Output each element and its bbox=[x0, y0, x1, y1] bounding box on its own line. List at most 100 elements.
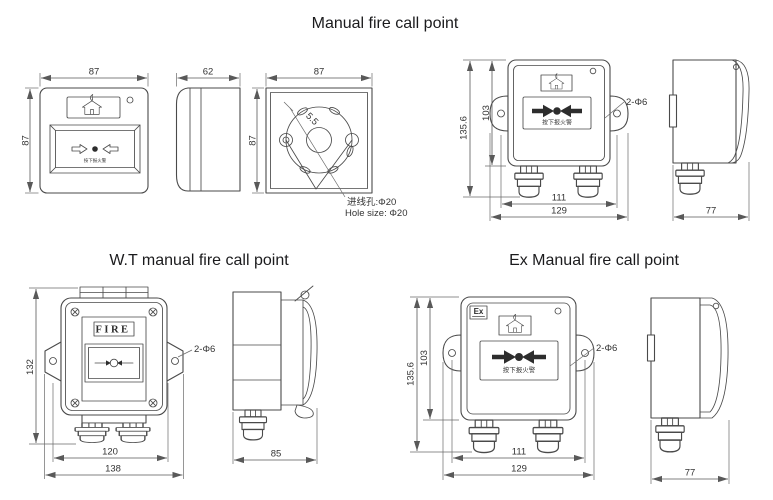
title-ex: Ex Manual fire call point bbox=[509, 252, 679, 269]
press-arrow-left bbox=[492, 350, 516, 364]
cover-curve bbox=[302, 299, 318, 406]
ear-profile bbox=[668, 94, 678, 128]
title-wt: W.T manual fire call point bbox=[109, 252, 289, 269]
cable-gland bbox=[573, 165, 603, 198]
cable-gland bbox=[115, 422, 151, 444]
dim-width-outer: 138 bbox=[105, 464, 121, 475]
leader-line bbox=[604, 101, 625, 119]
backplate-inner bbox=[270, 92, 368, 189]
manual-front-view: 按下报火警 87 87 bbox=[21, 67, 149, 194]
ex-mark-box bbox=[469, 305, 488, 320]
fire-label-box bbox=[93, 321, 135, 337]
enclosure-inner bbox=[65, 302, 163, 411]
screw-hole bbox=[279, 133, 293, 147]
press-arrow-left bbox=[106, 360, 111, 366]
dim-height: 87 bbox=[248, 135, 259, 146]
press-caption: 按下报火警 bbox=[84, 157, 107, 164]
leader-line bbox=[177, 349, 193, 358]
dim-depth: 85 bbox=[271, 449, 282, 460]
dim-height: 132 bbox=[25, 359, 36, 375]
press-arrow-right bbox=[117, 360, 122, 366]
cover-curve-inner bbox=[699, 304, 722, 413]
ear-hole bbox=[171, 357, 179, 365]
dim-height-outer: 135.6 bbox=[459, 116, 470, 140]
dim-depth: 77 bbox=[706, 206, 717, 217]
mounting-ear-right bbox=[575, 334, 595, 372]
ear-hole bbox=[497, 109, 505, 118]
cover-curve-inner bbox=[727, 59, 744, 164]
press-point bbox=[92, 146, 98, 152]
wt-front-view: FIRE 132 120 138 2-Φ6 bbox=[25, 286, 215, 479]
cover-screw bbox=[732, 63, 740, 71]
ear-profile bbox=[646, 334, 656, 362]
indicator-label-window bbox=[66, 96, 121, 119]
cable-gland bbox=[532, 419, 564, 454]
top-latch bbox=[300, 290, 310, 300]
bottom-latch bbox=[294, 404, 314, 419]
press-arrow-right bbox=[560, 104, 582, 118]
cover-curve bbox=[699, 297, 729, 419]
ex-front-view: Ex 按下报火警 135.6 103 111 129 2-Φ6 bbox=[406, 296, 617, 480]
center-hole bbox=[306, 127, 332, 153]
mounting-ear-left bbox=[442, 334, 462, 372]
mounting-slot bbox=[329, 107, 340, 115]
wp-front-view: 按下报火警 135.6 103 111 129 2-Φ6 bbox=[459, 59, 647, 221]
hole-note-cn: 进线孔:Φ20 bbox=[347, 196, 396, 208]
cover-curve-inner bbox=[302, 306, 312, 400]
cable-gland bbox=[514, 165, 544, 198]
button-frame bbox=[84, 343, 144, 383]
backplate-profile bbox=[650, 297, 701, 419]
enclosure-outline bbox=[175, 87, 241, 192]
led-indicator bbox=[589, 67, 597, 75]
press-arrow-left bbox=[71, 144, 88, 154]
enclosure-outline bbox=[39, 87, 149, 194]
screw-hole bbox=[282, 136, 290, 144]
bottom-neck bbox=[81, 414, 147, 424]
dim-width-outer: 129 bbox=[511, 464, 527, 475]
ear-hole bbox=[581, 349, 589, 357]
dim-height-outer: 135.6 bbox=[406, 362, 417, 386]
press-arrow-left bbox=[532, 104, 554, 118]
hole-note-en: Hole size: Φ20 bbox=[345, 208, 408, 219]
press-arrow-right bbox=[522, 350, 546, 364]
dim-depth: 62 bbox=[203, 67, 214, 78]
dim-width-inner: 111 bbox=[512, 447, 526, 458]
dim-slot: 5.5 bbox=[303, 111, 320, 128]
construction-line bbox=[285, 139, 353, 190]
front-panel bbox=[466, 302, 571, 415]
front-panel bbox=[513, 65, 605, 161]
leader-line bbox=[289, 107, 346, 198]
button-frame bbox=[49, 124, 141, 174]
enclosure-outline bbox=[672, 59, 737, 164]
dim-width: 87 bbox=[314, 67, 325, 78]
corner-screws bbox=[70, 307, 158, 408]
press-point bbox=[515, 353, 523, 361]
dim-height-inner: 103 bbox=[419, 350, 430, 366]
mount-hole-note: 2-Φ6 bbox=[626, 97, 647, 108]
ear-hole bbox=[613, 109, 621, 118]
button-face bbox=[522, 96, 592, 130]
mounting-slot bbox=[299, 166, 311, 174]
cable-gland bbox=[655, 417, 685, 453]
dim-depth: 77 bbox=[685, 468, 696, 479]
mounting-ear-left bbox=[489, 95, 509, 132]
top-latch-clip bbox=[294, 285, 314, 302]
wt-side-view: 85 bbox=[232, 285, 318, 464]
mount-hole-note: 2-Φ6 bbox=[194, 344, 215, 355]
ex-side-view: 77 bbox=[646, 297, 730, 484]
cable-entry-hole bbox=[345, 133, 359, 147]
fire-label: FIRE bbox=[95, 325, 130, 336]
dim-width-inner: 120 bbox=[102, 447, 118, 458]
led-indicator bbox=[126, 96, 134, 104]
dim-width-outer: 129 bbox=[551, 206, 567, 217]
cable-gland bbox=[238, 409, 268, 441]
dim-width-inner: 111 bbox=[552, 193, 566, 204]
dim-width: 87 bbox=[89, 67, 100, 78]
cable-gland bbox=[468, 419, 500, 454]
cover-curve bbox=[729, 59, 750, 164]
button-face bbox=[88, 347, 140, 379]
mounting-ear-left bbox=[44, 341, 62, 382]
manual-side-view: 62 bbox=[175, 67, 241, 192]
manual-rear-view: 5.5 进线孔:Φ20 Hole size: Φ20 87 87 bbox=[248, 67, 408, 220]
